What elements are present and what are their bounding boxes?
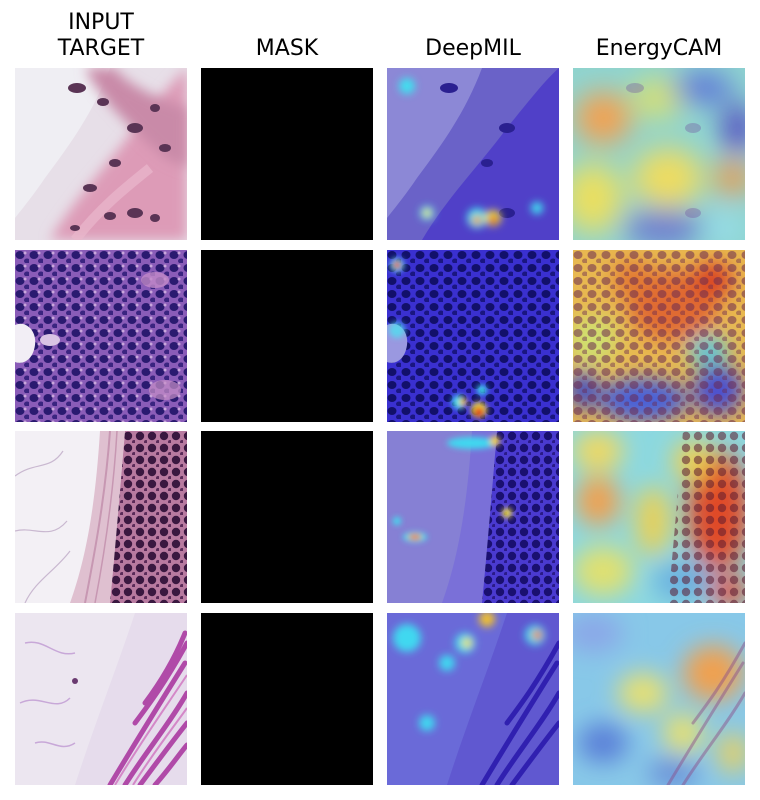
deepmil-heatmap-row-2 (387, 250, 559, 422)
energycam-heatmap-row-1 (573, 68, 745, 240)
column-title-input: INPUT TARGET (15, 10, 187, 62)
column-title-input-line2: TARGET (57, 36, 145, 61)
deepmil-heatmap-row-1 (387, 68, 559, 240)
input-image-row-1 (15, 68, 187, 240)
energycam-heatmap-row-3 (573, 431, 745, 603)
deepmil-heatmap-row-3 (387, 431, 559, 603)
input-image-row-4 (15, 613, 187, 785)
input-image-row-3 (15, 431, 187, 603)
mask-image-row-1 (201, 68, 373, 240)
deepmil-heatmap-row-4 (387, 613, 559, 785)
energycam-heatmap-row-4 (573, 613, 745, 785)
input-image-row-2 (15, 250, 187, 422)
mask-image-row-3 (201, 431, 373, 603)
mask-image-row-2 (201, 250, 373, 422)
column-title-energycam: EnergyCAM (595, 36, 723, 61)
column-title-input-line1: INPUT (68, 10, 134, 35)
mask-image-row-4 (201, 613, 373, 785)
column-title-mask: MASK (255, 36, 319, 61)
column-title-deepmil: DeepMIL (425, 36, 521, 61)
energycam-heatmap-row-2 (573, 250, 745, 422)
